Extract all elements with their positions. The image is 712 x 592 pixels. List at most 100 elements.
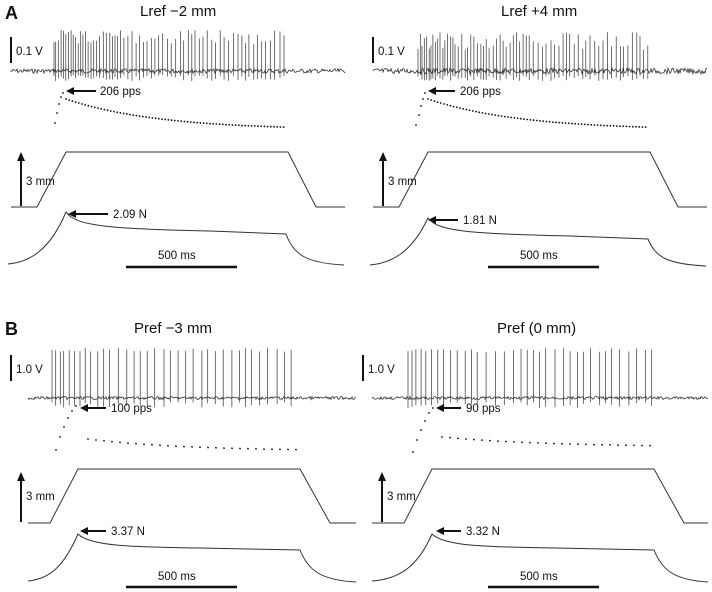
length-scale-label: 3 mm xyxy=(387,491,416,503)
time-scale-label: 500 ms xyxy=(520,571,558,583)
rate-dot xyxy=(638,126,641,128)
rate-dot xyxy=(641,444,643,447)
rate-dot xyxy=(276,126,279,128)
rate-dot xyxy=(507,116,509,118)
rate-dot xyxy=(125,113,128,115)
rate-dot xyxy=(231,124,234,126)
force-arrow-head xyxy=(68,210,76,218)
length-scale-label: 3 mm xyxy=(26,176,55,188)
rate-dot xyxy=(465,108,468,111)
rate-dot xyxy=(173,119,176,122)
rate-dot xyxy=(205,122,208,125)
rate-dot xyxy=(237,124,240,127)
rate-dot xyxy=(631,125,634,128)
rate-dot xyxy=(481,112,484,114)
rate-dot xyxy=(449,436,451,439)
rate-dot xyxy=(67,417,69,419)
rate-dot xyxy=(601,443,603,446)
rate-dot xyxy=(612,125,615,127)
rate-dot xyxy=(439,102,442,104)
force-trace xyxy=(369,217,707,267)
rate-dot xyxy=(585,443,587,446)
rate-dot xyxy=(412,451,414,453)
rate-dot xyxy=(625,125,628,128)
rate-dot xyxy=(239,447,241,450)
voltage-scale-label: 0.1 V xyxy=(16,46,43,58)
spike-train-trace xyxy=(27,348,357,408)
rate-dot xyxy=(135,114,138,117)
rate-dot xyxy=(593,443,595,446)
length-scale-label: 3 mm xyxy=(388,176,417,188)
rate-dot xyxy=(428,412,430,414)
rate-dot xyxy=(241,124,243,127)
rate-dot xyxy=(513,441,515,443)
force-trace xyxy=(371,533,709,583)
rate-dot xyxy=(606,124,609,127)
rate-dot xyxy=(81,103,83,105)
rate-dot xyxy=(577,443,579,446)
rate-dot xyxy=(68,99,71,101)
rate-dot xyxy=(537,442,539,444)
rate-dot xyxy=(622,125,625,128)
rate-dot xyxy=(455,106,458,109)
rate-dot xyxy=(443,103,445,105)
rate-dot xyxy=(567,122,570,125)
rate-dot xyxy=(183,445,185,448)
rate-dot xyxy=(71,410,73,412)
rate-dot xyxy=(122,112,125,115)
rate-dot xyxy=(209,122,211,125)
rate-dot xyxy=(635,125,637,128)
rate-dot xyxy=(561,121,564,124)
rate-dot xyxy=(138,115,141,117)
baseline-noise xyxy=(27,395,357,401)
rate-dot xyxy=(97,107,99,109)
rate-dot xyxy=(420,105,422,107)
rate-dot xyxy=(135,442,137,445)
rate-dot xyxy=(221,123,224,126)
rate-dot xyxy=(418,114,420,116)
rate-dot xyxy=(481,439,483,441)
rate-arrow-head xyxy=(80,404,88,412)
rate-dot xyxy=(529,441,531,444)
rate-dot xyxy=(609,444,611,446)
rate-dot xyxy=(295,448,297,451)
rate-dot xyxy=(87,104,90,107)
rate-dot xyxy=(161,118,163,120)
rate-dot xyxy=(494,114,497,116)
rate-dot xyxy=(60,96,62,98)
time-scale-label: 500 ms xyxy=(158,571,196,583)
spike-train-trace xyxy=(371,348,709,408)
rate-dot xyxy=(619,125,621,128)
rate-dot xyxy=(269,125,272,128)
panel-a-left: Lref −2 mm 0.1 V 206 pps 3 mm 2.09 N 500… xyxy=(7,3,346,269)
length-scale-arrow-head xyxy=(379,152,387,161)
rate-dot xyxy=(55,449,57,451)
rate-dot xyxy=(183,120,186,123)
rate-dot xyxy=(526,118,529,121)
rate-dot xyxy=(247,124,250,127)
rate-dot xyxy=(234,124,237,126)
rate-dot xyxy=(228,123,231,126)
rate-dot xyxy=(145,116,147,118)
rate-dot xyxy=(574,122,577,125)
rate-dot xyxy=(465,438,467,440)
rate-dot xyxy=(263,448,265,450)
length-ramp-trace xyxy=(28,468,356,524)
rate-dot xyxy=(545,120,548,123)
rate-dot xyxy=(457,437,459,440)
rate-dot xyxy=(260,125,263,128)
panel-b-right: Pref (0 mm) 1.0 V 90 pps 3 mm 3.32 N 500… xyxy=(362,320,709,589)
rate-dot xyxy=(186,120,189,123)
rate-dot xyxy=(590,123,593,126)
rate-dot xyxy=(191,446,193,448)
rate-dot xyxy=(111,440,113,443)
rate-dot xyxy=(119,112,122,114)
rate-dot xyxy=(473,438,475,441)
rate-dot xyxy=(424,92,426,94)
rate-dot xyxy=(273,125,275,128)
firing-rate-dots xyxy=(415,92,647,128)
force-trace xyxy=(27,533,357,583)
rate-dot xyxy=(93,106,96,109)
rate-dot xyxy=(430,99,433,101)
rate-dot xyxy=(218,123,221,126)
